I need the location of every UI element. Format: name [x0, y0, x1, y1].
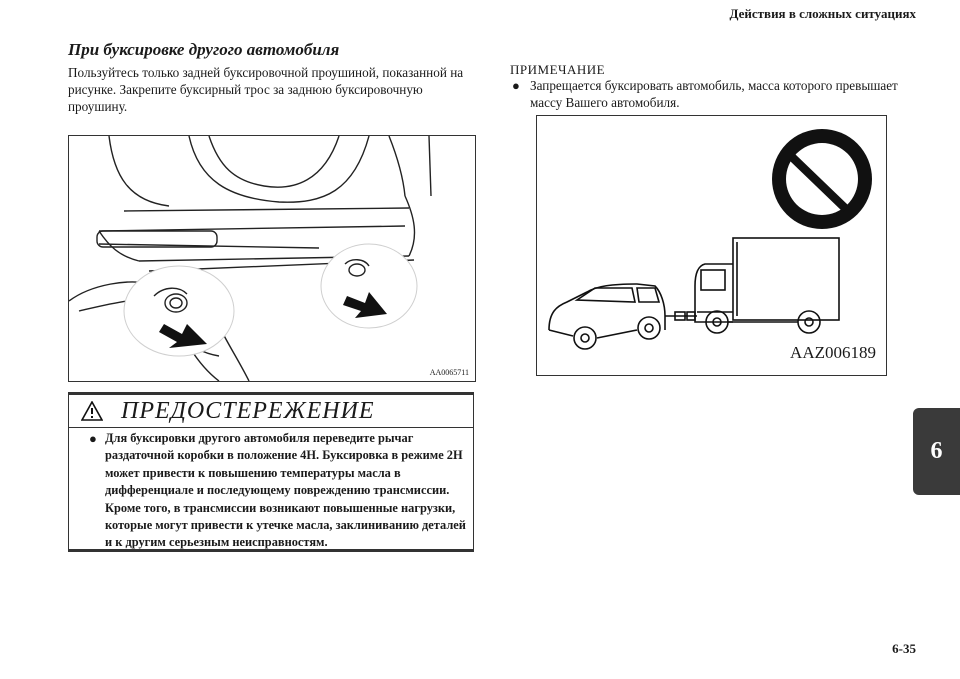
- note-label: ПРИМЕЧАНИЕ: [510, 62, 606, 77]
- warning-title: ПРЕДОСТЕРЕЖЕНИЕ: [121, 398, 375, 424]
- section-title: При буксировке другого автомобиля: [68, 40, 340, 59]
- warning-text: Для буксировки другого автомобиля переве…: [105, 431, 466, 550]
- figure2-code: AAZ006189: [790, 343, 876, 362]
- section-body-text: Пользуйтесь только задней буксировочной …: [68, 65, 464, 114]
- chapter-tab: 6: [913, 408, 960, 495]
- towing-illustration: [548, 129, 872, 350]
- prohibition-icon: [772, 129, 872, 229]
- warning-header: ПРЕДОСТЕРЕЖЕНИЕ: [69, 395, 473, 428]
- note-text: Запрещается буксировать автомобиль, масс…: [530, 78, 898, 110]
- figure1-code: AA0065711: [429, 368, 469, 377]
- warning-triangle-icon: [81, 401, 103, 421]
- note-bullet: ●: [512, 78, 520, 93]
- page-number: 6-35: [892, 641, 916, 656]
- towing-prohibition-figure: AAZ006189: [536, 115, 887, 376]
- tow-hook-illustration: [69, 136, 432, 381]
- page-header-title: Действия в сложных ситуациях: [729, 6, 916, 21]
- warning-box: ПРЕДОСТЕРЕЖЕНИЕ ● Для буксировки другого…: [68, 392, 474, 552]
- warning-bullet: ●: [89, 431, 97, 446]
- tow-hook-figure: AA0065711: [68, 135, 476, 382]
